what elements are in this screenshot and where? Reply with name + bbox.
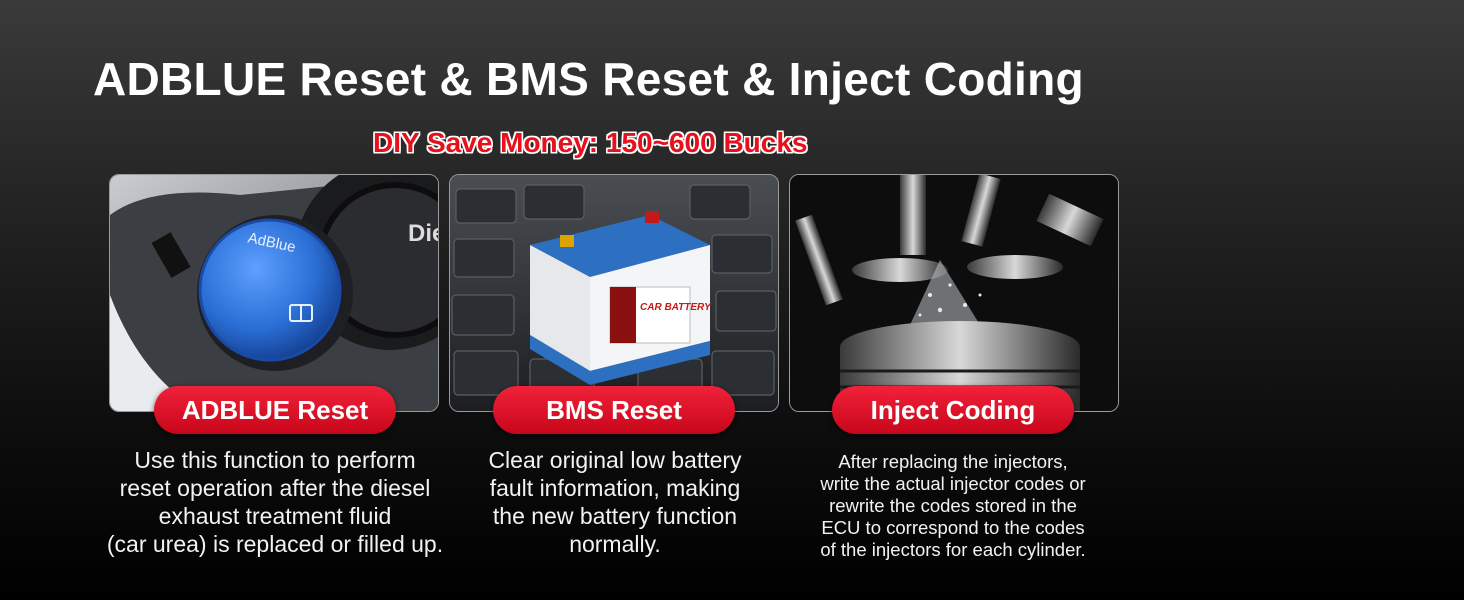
bms-reset-button[interactable]: BMS Reset: [493, 386, 735, 434]
description-line: ECU to correspond to the codes: [821, 517, 1085, 538]
description-line: After replacing the injectors,: [838, 451, 1068, 472]
description-line: exhaust treatment fluid: [158, 503, 392, 529]
battery-label-text: CAR BATTERY: [640, 302, 712, 313]
adblue-cap-icon: Die AdBlue: [110, 175, 438, 411]
adblue-reset-button[interactable]: ADBLUE Reset: [154, 386, 396, 434]
description-line: write the actual injector codes or: [820, 473, 1086, 494]
description-line: fault information, making: [489, 475, 741, 501]
description-line: of the injectors for each cylinder.: [820, 539, 1086, 560]
description-line: (car urea) is replaced or filled up.: [106, 531, 444, 557]
bms-description: Clear original low battery fault informa…: [460, 446, 770, 558]
description-line: Clear original low battery: [488, 447, 742, 473]
description-line: normally.: [569, 531, 661, 557]
adblue-description: Use this function to perform reset opera…: [84, 446, 466, 558]
description-line: reset operation after the diesel: [119, 475, 431, 501]
car-battery-icon: CAR BATTERY: [450, 175, 778, 411]
diesel-cap-text: Die: [408, 220, 438, 247]
description-line: Use this function to perform: [134, 447, 416, 473]
bms-image-card: CAR BATTERY: [449, 174, 779, 412]
savings-subtitle: DIY Save Money: 150~600 Bucks: [373, 127, 808, 158]
inject-description: After replacing the injectors, write the…: [782, 451, 1124, 561]
description-line: the new battery function: [492, 503, 738, 529]
inject-image-card: [789, 174, 1119, 412]
page-title: ADBLUE Reset & BMS Reset & Inject Coding: [93, 53, 1084, 105]
description-line: rewrite the codes stored in the: [829, 495, 1077, 516]
inject-coding-button[interactable]: Inject Coding: [832, 386, 1074, 434]
engine-injector-icon: [790, 175, 1118, 411]
adblue-image-card: Die AdBlue: [109, 174, 439, 412]
